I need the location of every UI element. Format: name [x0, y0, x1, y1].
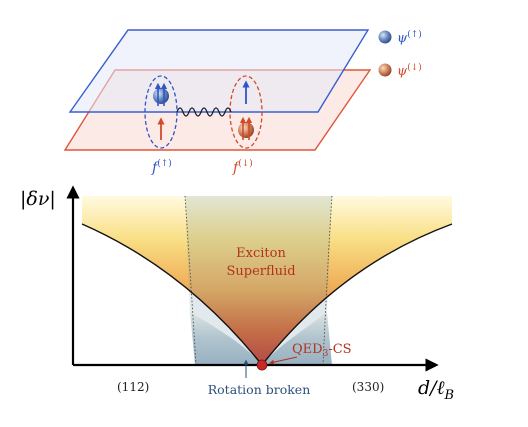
rotation-broken-overlay [185, 196, 332, 365]
phase-diagram: |δν| d/ℓB Exciton Superfluid QED3-CS Rot… [20, 185, 454, 403]
composite-fermion-up-ball [153, 88, 169, 104]
legend-up-ball-icon [378, 30, 392, 44]
label-f-up: f(↑) [151, 158, 172, 176]
y-axis-label: |δν| [20, 188, 56, 210]
phase-boundary-right [261, 223, 453, 366]
gauge-field-wiggle [176, 107, 232, 117]
x-axis-label: d/ℓB [418, 377, 454, 403]
right-tick-label: (330) [352, 380, 384, 394]
critical-point-label: QED3-CS [292, 342, 352, 359]
critical-point-marker [256, 359, 268, 371]
superfluid-label-line1: Exciton [236, 246, 286, 261]
superfluid-region [82, 196, 452, 365]
legend-down-ball-icon [378, 63, 392, 77]
left-tick-label: (112) [117, 380, 149, 394]
legend-down-label: ψ(↓) [397, 62, 422, 79]
composite-fermion-down-ball [238, 122, 254, 138]
rotation-broken-region [190, 312, 332, 365]
critical-point-pointer [269, 356, 298, 365]
exciton-ellipse-down [229, 75, 263, 149]
top-layer-plane [68, 29, 370, 113]
bilayer-schematic: ψ(↑) ψ(↓) f(↑) f(↓) [63, 29, 422, 176]
label-f-down: f(↓) [232, 158, 253, 176]
rotation-broken-label: Rotation broken [208, 382, 311, 397]
superfluid-label-line2: Superfluid [226, 264, 295, 279]
legend-up-label: ψ(↑) [397, 29, 422, 46]
phase-boundary-left [81, 223, 263, 366]
